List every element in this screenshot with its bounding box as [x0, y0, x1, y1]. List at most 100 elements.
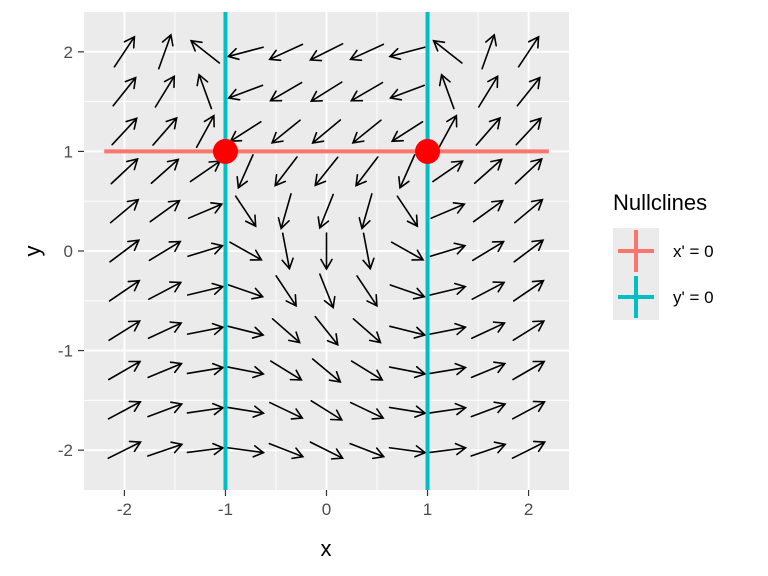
field-arrow	[311, 119, 342, 145]
field-arrow	[150, 158, 180, 185]
field-arrow	[149, 199, 181, 223]
field-arrow	[148, 240, 182, 262]
legend-title: Nullclines	[613, 190, 707, 215]
field-arrow	[227, 405, 266, 418]
field-arrow	[356, 275, 378, 308]
field-arrow	[227, 445, 266, 458]
legend: Nullclines x' = 0 y' = 0	[613, 190, 714, 320]
field-arrow	[281, 232, 294, 271]
field-arrow	[108, 320, 142, 342]
field-arrow	[516, 76, 541, 107]
field-arrow	[349, 442, 386, 460]
field-arrow	[309, 441, 345, 460]
field-arrow	[314, 315, 339, 346]
x-tick-label: -2	[117, 500, 132, 519]
x-tick-label: 0	[322, 500, 331, 519]
field-arrow	[270, 119, 301, 144]
field-arrow	[186, 282, 225, 296]
equilibrium-point	[415, 138, 441, 164]
field-arrow	[186, 402, 225, 416]
field-arrow	[438, 73, 455, 110]
field-arrow	[268, 442, 305, 460]
field-arrow	[268, 43, 304, 62]
nullcline-lines	[104, 12, 549, 490]
field-arrow	[154, 74, 176, 108]
field-arrow	[113, 35, 136, 68]
y-tick-label: 0	[64, 242, 73, 261]
field-arrow	[236, 154, 254, 190]
field-arrow	[429, 442, 468, 456]
field-arrow	[470, 441, 507, 457]
field-arrow	[107, 440, 142, 460]
field-arrow	[189, 39, 221, 64]
field-arrow	[269, 360, 303, 381]
field-arrow	[227, 325, 265, 339]
field-arrow	[226, 46, 264, 61]
y-tick-label: -1	[58, 342, 73, 361]
y-tick-label: -2	[58, 441, 73, 460]
field-arrow	[320, 232, 333, 271]
field-arrow	[470, 401, 507, 418]
field-arrow	[311, 358, 342, 384]
field-arrow	[388, 84, 425, 101]
field-arrow	[358, 193, 373, 231]
field-arrow	[432, 39, 463, 64]
field-arrow	[277, 193, 292, 231]
field-arrow	[275, 275, 297, 308]
legend-label: y' = 0	[673, 288, 714, 307]
field-arrow	[187, 202, 224, 219]
field-arrow	[110, 157, 139, 185]
field-arrow	[511, 400, 546, 420]
field-arrow	[473, 158, 503, 185]
field-arrow	[390, 120, 424, 143]
field-arrow	[271, 318, 301, 344]
field-arrow	[195, 114, 215, 149]
field-arrow	[269, 401, 304, 420]
field-arrow	[389, 284, 426, 300]
x-tick-label: 1	[423, 500, 432, 519]
field-arrow	[274, 156, 298, 187]
field-arrow	[196, 73, 213, 110]
field-arrow	[429, 362, 468, 376]
field-arrow	[388, 365, 427, 379]
field-arrow	[513, 198, 544, 224]
field-arrow	[362, 232, 375, 271]
field-arrow	[513, 239, 545, 263]
equilibrium-point	[212, 138, 238, 164]
legend-label: x' = 0	[673, 242, 714, 261]
field-arrow	[349, 43, 385, 62]
field-arrow	[481, 33, 498, 70]
field-arrow	[389, 325, 427, 339]
field-arrow	[398, 154, 416, 190]
y-axis-title: y	[20, 246, 45, 257]
field-arrow	[109, 198, 140, 224]
field-arrow	[108, 360, 142, 381]
field-arrow	[147, 321, 183, 340]
x-tick-label: 2	[524, 500, 533, 519]
field-arrow	[429, 322, 467, 336]
field-arrow	[147, 361, 183, 379]
field-arrow	[349, 81, 384, 102]
field-arrow	[429, 282, 467, 296]
field-arrow	[314, 156, 339, 187]
field-arrow	[317, 193, 334, 230]
equilibrium-points	[212, 138, 441, 164]
field-arrow	[388, 405, 427, 418]
field-arrow	[350, 360, 384, 381]
x-tick-label: -1	[218, 500, 233, 519]
field-arrow	[352, 318, 382, 344]
field-arrow	[349, 401, 385, 420]
field-arrow	[234, 195, 257, 228]
field-arrow	[432, 160, 464, 183]
field-arrow	[471, 240, 505, 262]
field-arrow	[470, 361, 507, 379]
field-arrow	[511, 440, 547, 460]
field-arrow	[308, 42, 344, 62]
field-arrow	[157, 33, 174, 70]
field-arrow	[515, 117, 542, 146]
field-arrow	[227, 284, 265, 300]
field-arrow	[355, 156, 379, 187]
legend-key	[613, 228, 659, 274]
